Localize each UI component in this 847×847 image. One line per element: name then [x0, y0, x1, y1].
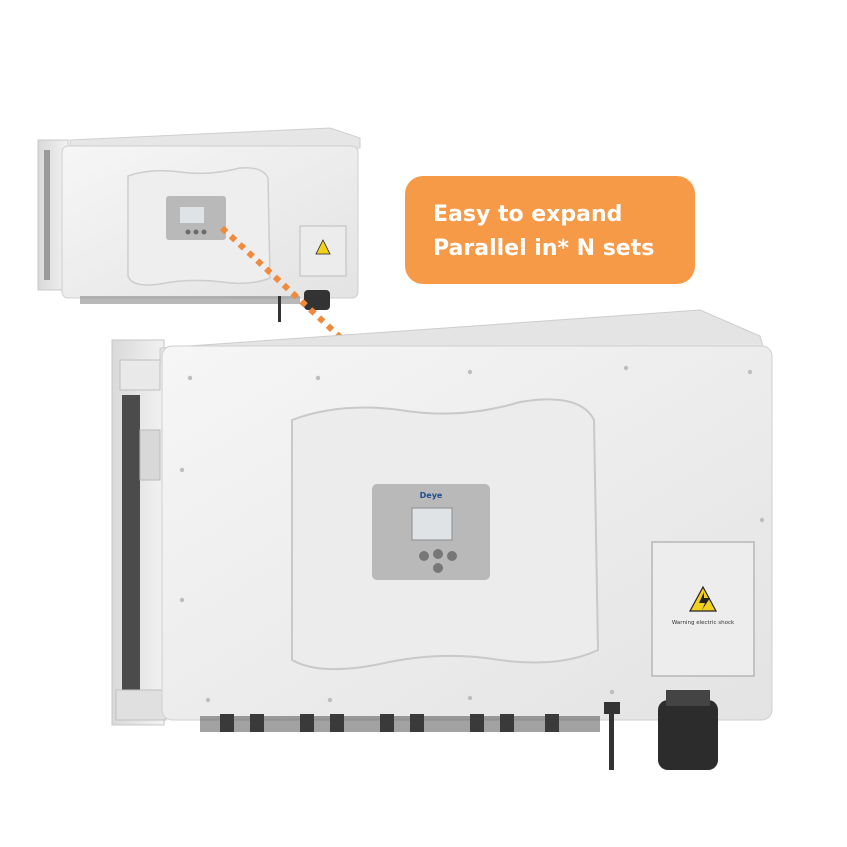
- panel-button-3[interactable]: [447, 551, 457, 561]
- lcd-screen: [411, 507, 453, 541]
- panel-button-2[interactable]: [433, 549, 443, 559]
- small-inverter: [37, 127, 361, 322]
- callout-line-2: Parallel in* N sets: [433, 236, 655, 261]
- warning-box: [651, 541, 755, 677]
- feature-callout: Easy to expand Parallel in* N sets: [405, 176, 695, 284]
- small-screen: [180, 207, 204, 223]
- small-warning-icon: [315, 239, 331, 255]
- callout-line-1: Easy to expand: [433, 202, 623, 227]
- panel-button-1[interactable]: [419, 551, 429, 561]
- parallel-connection-line: [219, 225, 355, 351]
- brand-logo: Deye: [420, 491, 443, 500]
- panel-button-4[interactable]: [433, 563, 443, 573]
- cable-gland: [658, 700, 718, 770]
- warning-label: Warning electric shock: [672, 620, 735, 626]
- large-inverter: Deye Warning electric shock: [111, 309, 773, 770]
